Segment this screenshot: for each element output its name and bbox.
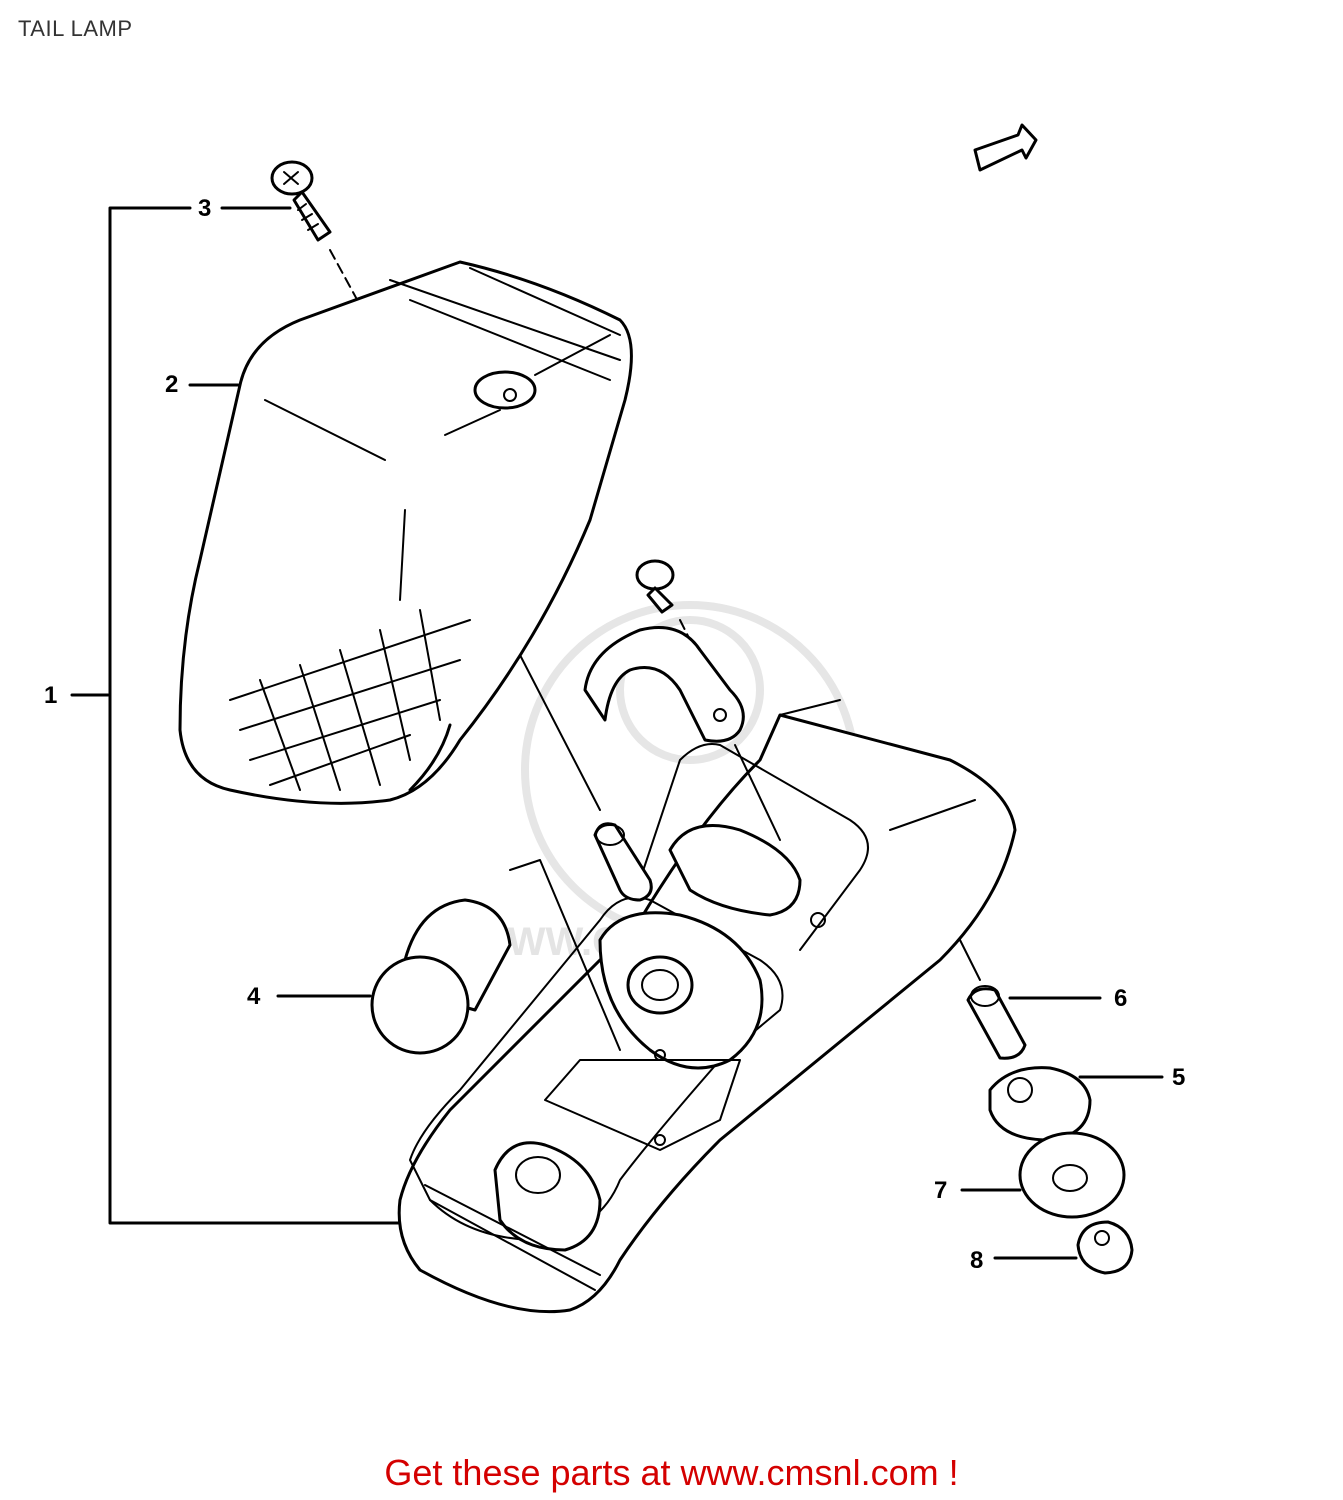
tail-lamp-lens (178, 260, 633, 805)
callout-7: 7 (934, 1177, 947, 1204)
callout-5: 5 (1172, 1064, 1185, 1091)
mounting-nut (988, 1066, 1164, 1142)
callout-6: 6 (1114, 985, 1127, 1012)
tail-lamp-bulb (276, 898, 512, 1055)
front-arrow-icon (973, 123, 1038, 172)
callout-3: 3 (198, 195, 211, 222)
callout-8: 8 (970, 1247, 983, 1274)
get-parts-link[interactable]: Get these parts at www.cmsnl.com ! (384, 1452, 959, 1493)
assembly-bracket (70, 206, 402, 1225)
callout-4: 4 (247, 983, 261, 1010)
spacer (966, 985, 1102, 1060)
page-title: TAIL LAMP (18, 16, 133, 41)
callout-1: 1 (44, 682, 57, 709)
washer (960, 1131, 1126, 1219)
lock-nut (993, 1220, 1134, 1275)
tail-lamp-housing (397, 654, 1017, 1314)
bracket-screw (635, 559, 721, 701)
lens-screw (220, 160, 361, 306)
mounting-bracket (583, 626, 745, 743)
callout-2: 2 (165, 371, 178, 398)
